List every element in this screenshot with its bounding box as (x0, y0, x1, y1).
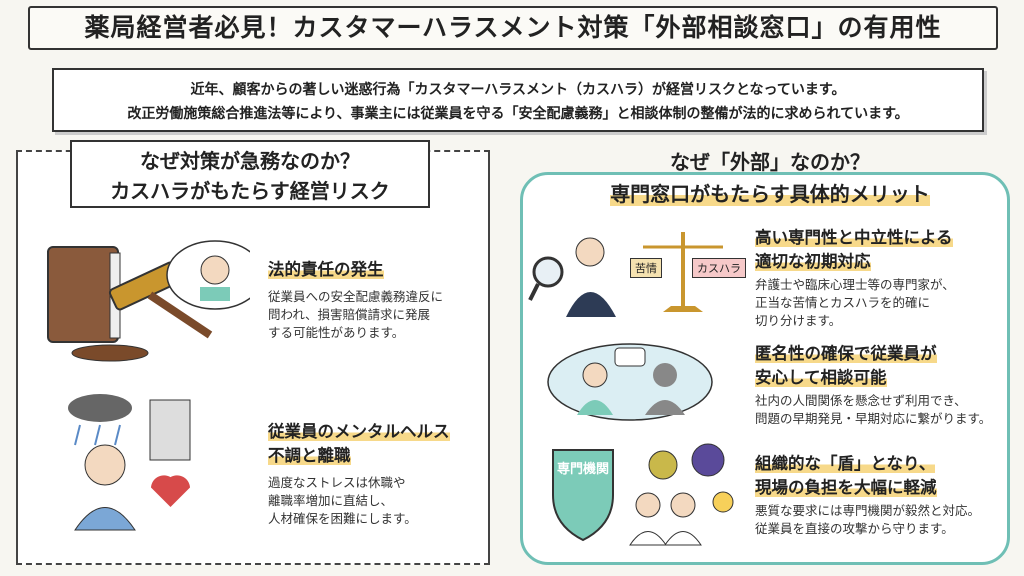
risk-item-title: 不調と離職 (268, 446, 351, 465)
merit-item-shield: 組織的な「盾」となり、現場の負担を大幅に軽減 悪質な要求には専門機関が毅然と対応… (755, 452, 980, 538)
merit-item-title: 高い専門性と中立性による (755, 228, 953, 247)
shield-label: 専門機関 (556, 462, 609, 477)
stress-employee-icon (68, 394, 191, 531)
harassment-label: カスハラ (692, 258, 746, 278)
merit-item-text: 社内の人間関係を懸念せず利用でき、 (755, 393, 967, 408)
risk-item-text: 人材確保を困難にします。 (268, 511, 417, 526)
risk-item-text: 問われ、損害賠償請求に発展 (268, 307, 431, 322)
expert-scale-icon (528, 232, 723, 317)
risk-item-title: 従業員のメンタルヘルス (268, 422, 450, 441)
risk-item-mental-health: 従業員のメンタルヘルス不調と離職 過度なストレスは休職や 離職率増加に直結し、 … (268, 420, 450, 528)
merit-item-text: 悪質な要求には専門機関が毅然と対応。 (755, 503, 981, 518)
merit-item-expertise: 高い専門性と中立性による適切な初期対応 弁護士や臨床心理士等の専門家が、 正当な… (755, 226, 955, 330)
risk-item-text: 過度なストレスは休職や (268, 475, 406, 490)
gavel-book-icon (47, 240, 250, 362)
risk-heading-line: なぜ対策が急務なのか？ (140, 149, 360, 173)
merit-item-text: 弁護士や臨床心理士等の専門家が、 (755, 277, 955, 292)
intro-line: 改正労働施策総合推進法等により、事業主には従業員を守る「安全配慮義務」と相談体制… (127, 106, 909, 122)
merit-item-text: 正当な苦情とカスハラを的確に (755, 295, 931, 310)
merit-item-title: 匿名性の確保で従業員が (755, 344, 937, 363)
merit-item-title: 現場の負担を大幅に軽減 (755, 478, 937, 497)
risk-item-text: する可能性があります。 (268, 325, 405, 340)
intro-box: 近年、顧客からの著しい迷惑行為「カスタマーハラスメント（カスハラ）が経営リスクと… (52, 68, 984, 132)
risk-item-title: 法的責任の発生 (268, 260, 384, 279)
merit-item-text: 問題の早期発見・早期対応に繋がります。 (755, 411, 992, 426)
merit-item-title: 適切な初期対応 (755, 252, 871, 271)
merit-heading: なぜ「外部」なのか？ 専門窓口がもたらす具体的メリット (560, 146, 980, 210)
anonymous-consult-icon (547, 343, 713, 421)
merit-item-anonymity: 匿名性の確保で従業員が安心して相談可能 社内の人間関係を懸念せず利用でき、 問題… (755, 342, 991, 428)
merit-item-title: 安心して相談可能 (755, 368, 887, 387)
merit-item-title: 組織的な「盾」となり、 (755, 454, 936, 473)
merit-heading-line: 専門窓口がもたらす具体的メリット (610, 182, 930, 206)
merit-item-text: 従業員を直接の攻撃から守ります。 (755, 521, 954, 536)
risk-item-text: 従業員への安全配慮義務違反に (268, 289, 444, 304)
risk-item-text: 離職率増加に直結し、 (268, 493, 394, 508)
intro-line: 近年、顧客からの著しい迷惑行為「カスタマーハラスメント（カスハラ）が経営リスクと… (190, 82, 846, 98)
complaint-label: 苦情 (630, 258, 662, 278)
risk-heading: なぜ対策が急務なのか？ カスハラがもたらす経営リスク (70, 140, 430, 208)
page-title: 薬局経営者必見！カスタマーハラスメント対策「外部相談窓口」の有用性 (28, 6, 998, 50)
risk-heading-line: カスハラがもたらす経営リスク (110, 179, 390, 203)
merit-heading-line: なぜ「外部」なのか？ (670, 150, 870, 174)
merit-item-text: 切り分けます。 (755, 313, 842, 328)
risk-item-legal: 法的責任の発生 従業員への安全配慮義務違反に 問われ、損害賠償請求に発展 する可… (268, 258, 443, 342)
shield-icon (552, 443, 734, 546)
